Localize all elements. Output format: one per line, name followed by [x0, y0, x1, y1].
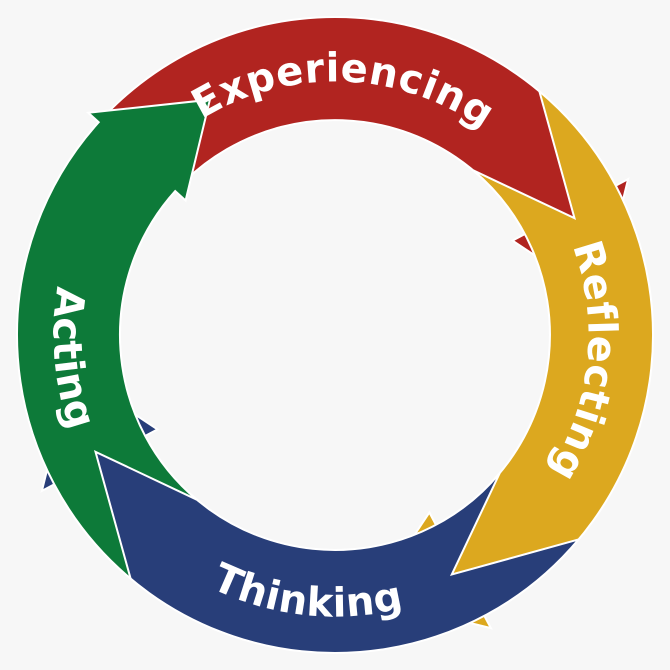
acting-arrow	[16, 98, 212, 582]
